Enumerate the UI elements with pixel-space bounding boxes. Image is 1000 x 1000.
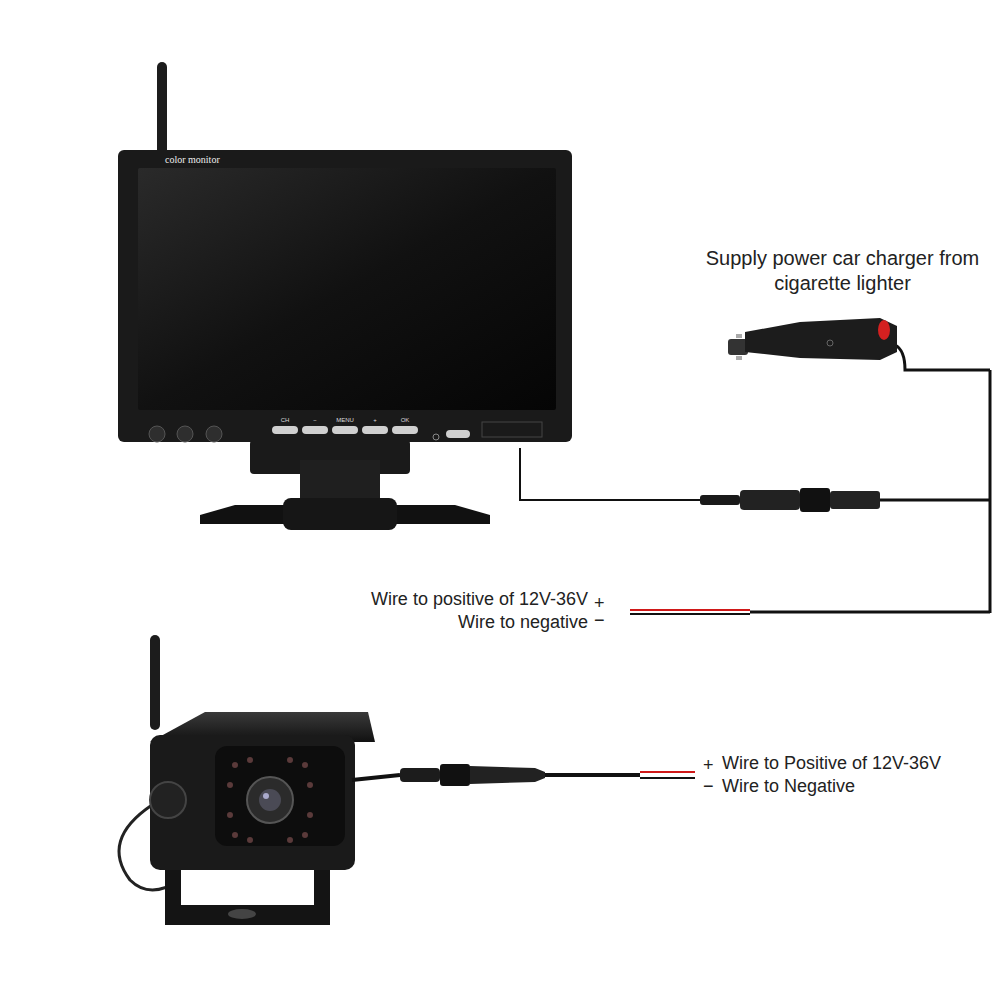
monitor-part: [482, 422, 542, 437]
monitor-cable-part: [740, 490, 800, 510]
label-slot: −: [302, 417, 328, 425]
monitor-part: [362, 426, 388, 434]
monitor-part: [446, 430, 470, 438]
label-slot: color monitor: [165, 154, 220, 167]
monitor-part: [272, 426, 298, 434]
camera-part-part: [247, 837, 253, 843]
monitor-part: [302, 426, 328, 434]
camera-cable-part: [440, 764, 470, 786]
car-charger-part: [736, 334, 742, 338]
button-label: CH: [272, 417, 298, 425]
monitor-part: [433, 434, 439, 440]
label-slot: +: [703, 754, 714, 777]
car-charger-part: [895, 345, 990, 370]
monitor-cable-part: [700, 495, 740, 505]
monitor-cable: [520, 370, 990, 614]
monitor-part: [157, 62, 167, 156]
label-slot: Wire to negative: [458, 611, 588, 634]
camera-cable: [352, 764, 695, 786]
camera-part-part: [287, 837, 293, 843]
monitor-part: [138, 168, 556, 410]
label-slot: −: [703, 775, 714, 798]
camera-cable-part: [545, 773, 640, 777]
button-label: OK: [392, 417, 418, 425]
monitor-cable-part: [630, 609, 750, 611]
label-slot: CH: [272, 417, 298, 425]
wire-note: Wire to Positive of 12V-36V: [722, 752, 941, 775]
camera-part-part: [232, 762, 238, 768]
camera-part-part: [307, 782, 313, 788]
button-label: −: [302, 417, 328, 425]
camera-part-part: [247, 757, 253, 763]
monitor-cable-part: [830, 491, 880, 509]
camera-part-part: [307, 812, 313, 818]
camera-part: [228, 909, 256, 919]
monitor-part: [118, 150, 572, 442]
camera-part: [263, 793, 269, 799]
label-slot: MENU: [332, 417, 358, 425]
button-label: MENU: [332, 417, 358, 425]
car-charger-part: [745, 318, 897, 360]
camera-part-part: [227, 812, 233, 818]
brand-label: color monitor: [165, 154, 220, 167]
monitor-cable-part: [750, 611, 990, 614]
wire-note: Wire to Negative: [722, 775, 855, 798]
label-slot: +: [362, 417, 388, 425]
monitor-part: [392, 426, 418, 434]
monitor-part: [332, 426, 358, 434]
monitor-part: [149, 426, 165, 442]
monitor-part: [283, 498, 397, 530]
monitor-cable-part: [520, 448, 700, 500]
camera-cable-part: [640, 771, 695, 773]
polarity-sign: −: [594, 609, 605, 632]
camera-part: [150, 782, 186, 818]
monitor-part: [177, 426, 193, 442]
camera-part: [150, 735, 355, 870]
label-slot: OK: [392, 417, 418, 425]
label-slot: −: [594, 609, 605, 632]
camera-part: [227, 757, 313, 843]
camera-cable-part: [470, 766, 545, 784]
monitor: [118, 62, 572, 530]
camera-part-part: [302, 832, 308, 838]
camera-part-part: [227, 782, 233, 788]
monitor-cable-part: [989, 370, 992, 613]
camera-part: [247, 777, 293, 823]
car-charger: [728, 318, 990, 370]
camera-part-part: [232, 832, 238, 838]
camera-part: [215, 746, 345, 846]
camera-part: [259, 789, 281, 811]
camera-cable-part: [400, 768, 440, 782]
wire-note: Wire to positive of 12V-36V: [371, 588, 588, 611]
monitor-part: [206, 426, 222, 442]
camera-part: [150, 635, 160, 730]
car-charger-part: [827, 340, 833, 346]
car-charger-part: [736, 356, 742, 360]
camera-cable-part: [640, 777, 695, 779]
polarity-sign: −: [703, 775, 714, 798]
car-charger-part: [878, 320, 890, 340]
wire-note: Wire to negative: [458, 611, 588, 634]
camera-part-part: [302, 762, 308, 768]
camera-cable-part: [352, 775, 400, 780]
label-slot: Wire to Positive of 12V-36V: [722, 752, 941, 775]
monitor-cable-part: [800, 488, 830, 512]
label-slot: Wire to positive of 12V-36V: [371, 588, 588, 611]
button-label: +: [362, 417, 388, 425]
polarity-sign: +: [703, 754, 714, 777]
monitor-cable-part: [630, 613, 750, 615]
label-slot: Wire to Negative: [722, 775, 855, 798]
label-slot: Supply power car charger from cigarette …: [700, 246, 985, 296]
monitor-cable-part: [880, 499, 990, 502]
camera: [119, 635, 375, 925]
power-note: Supply power car charger from cigarette …: [700, 246, 985, 296]
camera-part-part: [287, 757, 293, 763]
